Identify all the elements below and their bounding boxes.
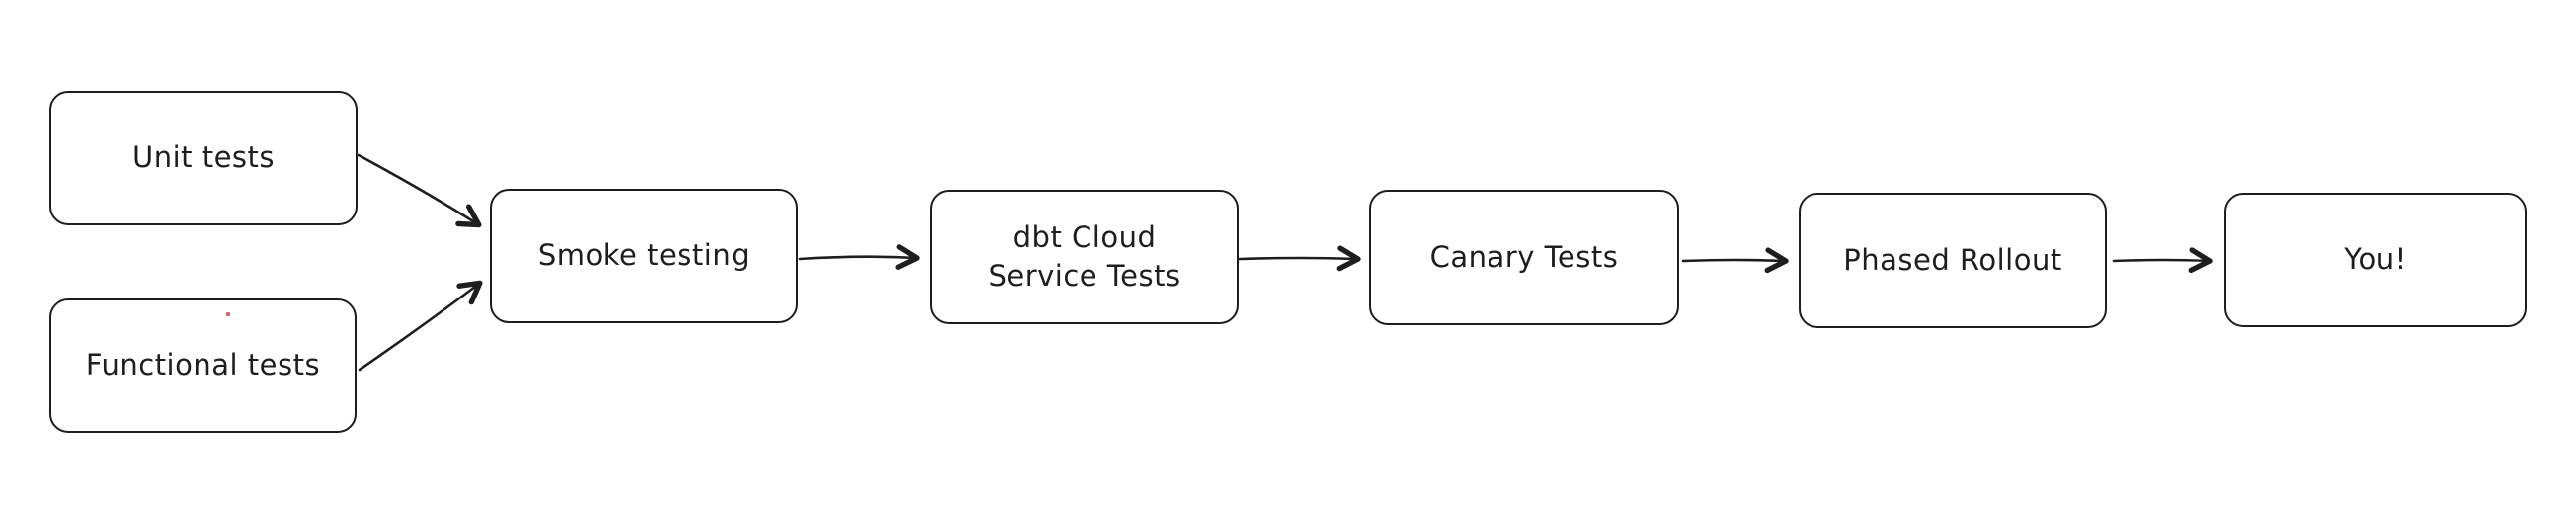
edge-functional-tests-to-smoke-testing [358, 280, 483, 372]
node-functional-tests-label: Functional tests [85, 348, 321, 382]
node-dbt-cloud-service-tests-label: dbt Cloud Service Tests [988, 219, 1181, 293]
node-unit-tests-label: Unit tests [131, 140, 276, 175]
node-you-label: You! [2344, 242, 2407, 277]
edge-smoke-testing-to-dbt-cloud [798, 244, 920, 270]
edge-phased-rollout-to-you [2112, 247, 2213, 274]
node-phased-rollout: Phased Rollout [1799, 193, 2107, 328]
edge-dbt-cloud-to-canary-tests [1238, 245, 1361, 272]
edge-canary-tests-to-phased-rollout [1681, 247, 1789, 274]
node-phased-rollout-label: Phased Rollout [1843, 242, 2062, 277]
node-smoke-testing-label: Smoke testing [537, 238, 751, 273]
stray-red-dot [226, 312, 230, 316]
node-smoke-testing: Smoke testing [490, 189, 798, 323]
node-canary-tests-label: Canary Tests [1429, 239, 1619, 274]
node-unit-tests: Unit tests [49, 91, 358, 225]
node-functional-tests: Functional tests [49, 298, 357, 433]
node-dbt-cloud-service-tests: dbt Cloud Service Tests [930, 190, 1239, 324]
edge-unit-tests-to-smoke-testing [357, 153, 482, 228]
node-you: You! [2224, 193, 2527, 327]
node-canary-tests: Canary Tests [1369, 190, 1679, 325]
